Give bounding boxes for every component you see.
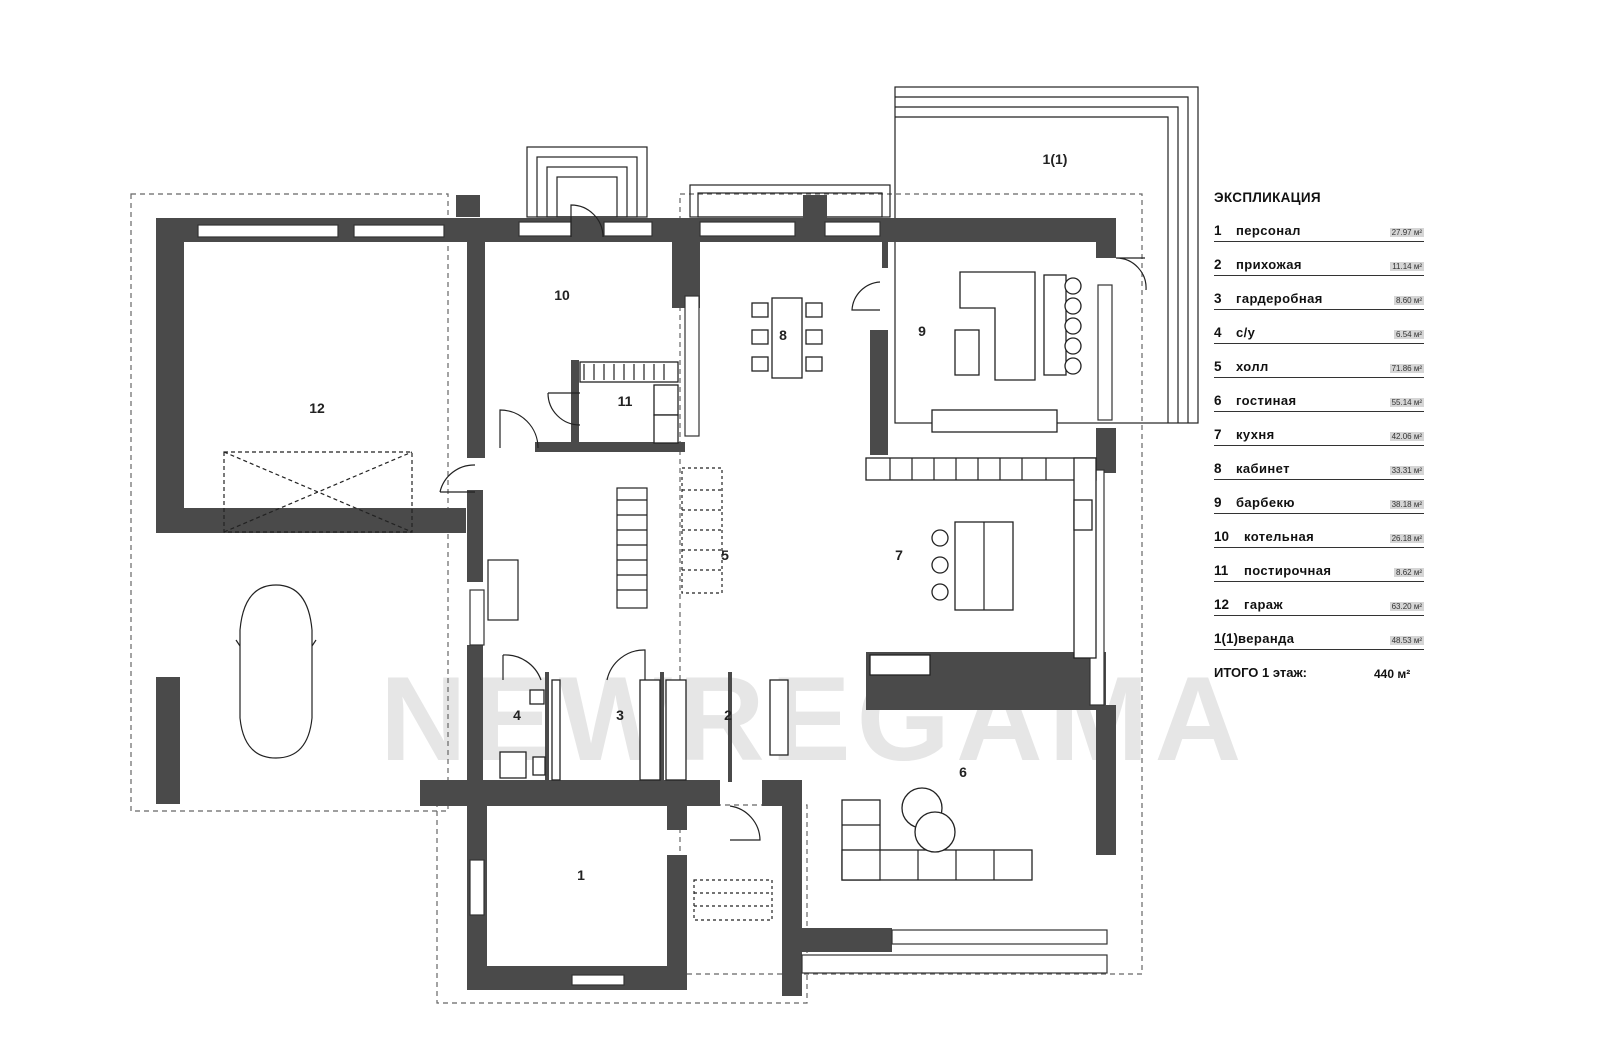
boiler-porch bbox=[526, 146, 648, 218]
room-label-5: 5 bbox=[721, 547, 729, 563]
legend-num: 1(1) bbox=[1214, 631, 1239, 646]
legend-underline bbox=[1214, 445, 1424, 446]
laundry-furniture bbox=[579, 361, 679, 444]
legend-num: 7 bbox=[1214, 427, 1222, 442]
legend-name: постирочная bbox=[1244, 563, 1332, 578]
room-label-6: 6 bbox=[959, 764, 967, 780]
legend-underline bbox=[1214, 411, 1424, 412]
legend-name: кухня bbox=[1236, 427, 1275, 442]
room-labels: 1 2 3 4 5 6 7 8 9 10 11 12 1(1) bbox=[309, 151, 1067, 883]
legend-num: 8 bbox=[1214, 461, 1222, 476]
legend-area: 26.18 м² bbox=[1389, 534, 1424, 543]
legend-num: 10 bbox=[1214, 529, 1230, 544]
legend-name: барбекю bbox=[1236, 495, 1295, 510]
wc-wardrobe-furniture bbox=[499, 679, 789, 921]
legend-row: 7 кухня 42.06 м² bbox=[1214, 427, 1444, 461]
legend-name: гараж bbox=[1244, 597, 1284, 612]
room-label-10: 10 bbox=[554, 287, 570, 303]
legend-row: 11 постирочная 8.62 м² bbox=[1214, 563, 1444, 597]
legend-num: 3 bbox=[1214, 291, 1222, 306]
legend-area: 33.31 м² bbox=[1389, 466, 1424, 475]
legend-underline bbox=[1214, 649, 1424, 650]
legend-underline bbox=[1214, 513, 1424, 514]
legend-name: с/у bbox=[1236, 325, 1256, 340]
room-label-1: 1 bbox=[577, 867, 585, 883]
dining-porch bbox=[689, 184, 891, 218]
room-label-1-1: 1(1) bbox=[1043, 151, 1068, 167]
legend-name: гардеробная bbox=[1236, 291, 1323, 306]
room-label-12: 12 bbox=[309, 400, 325, 416]
legend-underline bbox=[1214, 309, 1424, 310]
room-label-11: 11 bbox=[618, 393, 633, 409]
garage-boundary bbox=[130, 193, 449, 812]
legend-area: 8.62 м² bbox=[1394, 568, 1424, 577]
legend-title: ЭКСПЛИКАЦИЯ bbox=[1214, 190, 1321, 205]
legend-num: 11 bbox=[1214, 563, 1229, 578]
legend-row: 5 холл 71.86 м² bbox=[1214, 359, 1444, 393]
car-icon bbox=[239, 584, 313, 759]
legend-row: 2 прихожая 11.14 м² bbox=[1214, 257, 1444, 291]
legend-area: 27.97 м² bbox=[1389, 228, 1424, 237]
legend-underline bbox=[1214, 581, 1424, 582]
study-furniture bbox=[751, 297, 823, 379]
legend-underline bbox=[1214, 377, 1424, 378]
explication-legend: ЭКСПЛИКАЦИЯ 1 персонал 27.97 м² 2 прихожая 11… bbox=[1214, 190, 1444, 685]
legend-area: 42.06 м² bbox=[1389, 432, 1424, 441]
legend-num: 12 bbox=[1214, 597, 1230, 612]
room-label-2: 2 bbox=[724, 707, 732, 723]
legend-row: 6 гостиная 55.14 м² bbox=[1214, 393, 1444, 427]
legend-underline bbox=[1214, 241, 1424, 242]
legend-row: 1 персонал 27.97 м² bbox=[1214, 223, 1444, 257]
legend-num: 9 bbox=[1214, 495, 1222, 510]
legend-area: 63.20 м² bbox=[1389, 602, 1424, 611]
stairs bbox=[487, 467, 723, 621]
legend-total: ИТОГО 1 этаж: 440 м² bbox=[1214, 665, 1444, 685]
legend-num: 5 bbox=[1214, 359, 1222, 374]
total-value: 440 м² bbox=[1374, 667, 1411, 681]
bbq-furniture bbox=[931, 271, 1082, 433]
legend-row: 10 котельная 26.18 м² bbox=[1214, 529, 1444, 563]
legend-area: 6.54 м² bbox=[1394, 330, 1424, 339]
legend-name: персонал bbox=[1236, 223, 1301, 238]
room-label-9: 9 bbox=[918, 323, 926, 339]
garage-furniture bbox=[223, 451, 413, 759]
legend-row: 9 барбекю 38.18 м² bbox=[1214, 495, 1444, 529]
room-label-7: 7 bbox=[895, 547, 903, 563]
legend-area: 55.14 м² bbox=[1389, 398, 1424, 407]
legend-area: 11.14 м² bbox=[1390, 262, 1424, 271]
legend-area: 38.18 м² bbox=[1389, 500, 1424, 509]
legend-name: кабинет bbox=[1236, 461, 1290, 476]
legend-row: 12 гараж 63.20 м² bbox=[1214, 597, 1444, 631]
legend-name: гостиная bbox=[1236, 393, 1297, 408]
legend-underline bbox=[1214, 547, 1424, 548]
legend-num: 1 bbox=[1214, 223, 1222, 238]
legend-name: холл bbox=[1236, 359, 1269, 374]
legend-area: 48.53 м² bbox=[1389, 636, 1424, 645]
legend-underline bbox=[1214, 479, 1424, 480]
room-label-8: 8 bbox=[779, 327, 787, 343]
legend-num: 6 bbox=[1214, 393, 1222, 408]
legend-name: котельная bbox=[1244, 529, 1315, 544]
legend-row: 8 кабинет 33.31 м² bbox=[1214, 461, 1444, 495]
legend-name: веранда bbox=[1238, 631, 1295, 646]
kitchen-furniture bbox=[865, 457, 1097, 676]
legend-row: 3 гардеробная 8.60 м² bbox=[1214, 291, 1444, 325]
legend-area: 71.86 м² bbox=[1389, 364, 1424, 373]
legend-name: прихожая bbox=[1236, 257, 1302, 272]
legend-underline bbox=[1214, 275, 1424, 276]
legend-num: 2 bbox=[1214, 257, 1222, 272]
legend-underline bbox=[1214, 343, 1424, 344]
legend-row: 1(1)веранда 48.53 м² bbox=[1214, 631, 1444, 665]
total-label: ИТОГО 1 этаж: bbox=[1214, 665, 1307, 680]
doors bbox=[439, 204, 1147, 841]
legend-row: 4 с/у 6.54 м² bbox=[1214, 325, 1444, 359]
room-label-3: 3 bbox=[616, 707, 624, 723]
room-label-4: 4 bbox=[513, 707, 521, 723]
legend-num: 4 bbox=[1214, 325, 1222, 340]
living-furniture bbox=[841, 787, 1033, 881]
legend-area: 8.60 м² bbox=[1394, 296, 1424, 305]
legend-underline bbox=[1214, 615, 1424, 616]
